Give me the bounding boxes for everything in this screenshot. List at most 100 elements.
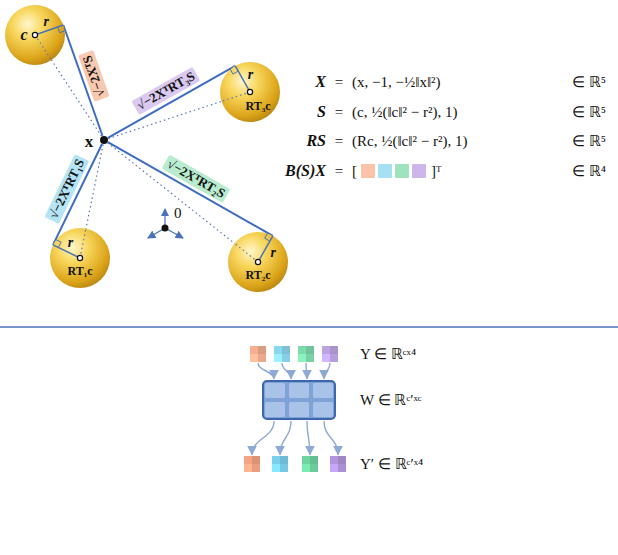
right-angle-mark bbox=[56, 239, 61, 247]
right-angle-mark bbox=[230, 69, 238, 74]
center-dot bbox=[32, 32, 37, 37]
feature-cell bbox=[282, 354, 290, 362]
feature-cell bbox=[330, 346, 338, 354]
feature-cell bbox=[338, 456, 346, 464]
feature-cell bbox=[306, 354, 314, 362]
sphere-shape bbox=[50, 228, 110, 288]
radius-line bbox=[53, 245, 80, 258]
distance-label: √−2XᵀRT₃S bbox=[131, 67, 200, 116]
sphere-body bbox=[50, 228, 110, 288]
feature-cell bbox=[322, 354, 330, 362]
sphere: RT₂cr bbox=[228, 232, 288, 292]
feature-cell bbox=[244, 456, 252, 464]
feature-cell bbox=[272, 464, 280, 472]
flow-arrows bbox=[252, 421, 338, 455]
equation-name: RS bbox=[306, 132, 326, 150]
feature-cell bbox=[244, 464, 252, 472]
tangent-line bbox=[53, 144, 102, 245]
tensor-label: Y′ ∈ ℝᶜ′ˣ⁴ bbox=[360, 456, 423, 473]
equation-value: (x, −1, −½‖x‖²) bbox=[352, 74, 441, 91]
flow-arrow bbox=[280, 421, 291, 455]
feature-cell bbox=[306, 346, 314, 354]
feature-squares bbox=[250, 346, 338, 362]
center-guide bbox=[80, 140, 104, 258]
center-dot bbox=[77, 255, 82, 260]
feature-cell bbox=[282, 346, 290, 354]
feature-cell bbox=[250, 354, 258, 362]
feature-cell bbox=[280, 456, 288, 464]
matrix-shape bbox=[262, 380, 336, 420]
flow-arrow bbox=[307, 421, 310, 455]
center-guide bbox=[234, 243, 258, 262]
matrix-cell bbox=[265, 402, 285, 417]
tangent-line bbox=[108, 66, 235, 138]
tangent-line bbox=[63, 25, 102, 136]
center-label: RT₃c bbox=[245, 100, 270, 113]
feature-row: Y′ ∈ ℝᶜ′ˣ⁴ bbox=[244, 456, 346, 472]
feature-cell bbox=[330, 456, 338, 464]
tangent-line bbox=[108, 142, 273, 236]
divider-rule bbox=[0, 326, 618, 328]
center-dot bbox=[247, 89, 252, 94]
radius-line bbox=[258, 236, 273, 262]
tensor-label: Y ∈ ℝᶜˣ⁴ bbox=[360, 346, 416, 363]
space-label: ∈ ℝ⁵ bbox=[572, 133, 606, 150]
bracket: ]ᵀ bbox=[431, 163, 441, 180]
equation-value: (Rc, ½(‖c‖² − r²), 1) bbox=[352, 133, 467, 150]
sphere-body bbox=[228, 232, 288, 292]
matrix-cell bbox=[265, 383, 285, 398]
flow-arrow bbox=[324, 421, 338, 455]
center-label: RT₂c bbox=[245, 269, 270, 282]
feature-cell bbox=[338, 464, 346, 472]
distance-label: √−2XᵀRT₁S bbox=[44, 154, 89, 224]
sphere-shape bbox=[220, 62, 280, 122]
tensor-label: W ∈ ℝᶜ′ˣᶜ bbox=[360, 392, 422, 409]
feature-cell bbox=[310, 456, 318, 464]
matrix-frame bbox=[263, 381, 335, 419]
center-guide bbox=[35, 35, 104, 140]
radius-label: r bbox=[68, 236, 73, 251]
right-angle-mark bbox=[265, 233, 270, 241]
center-label: c bbox=[20, 26, 27, 44]
bracket: [ bbox=[352, 163, 357, 180]
sphere-shape bbox=[228, 232, 288, 292]
space-label: ∈ ℝ⁵ bbox=[572, 74, 606, 91]
feature-cell bbox=[272, 456, 280, 464]
sphere-body bbox=[220, 62, 280, 122]
tangent-line bbox=[63, 25, 102, 136]
flow-arrow bbox=[252, 421, 274, 455]
output-square bbox=[361, 164, 375, 178]
radius-label: r bbox=[248, 67, 253, 82]
sphere-body bbox=[5, 5, 65, 65]
radius-line bbox=[35, 25, 63, 35]
sphere: RT₃c r bbox=[220, 62, 280, 122]
radius-line bbox=[235, 66, 250, 92]
matrix-cell bbox=[289, 402, 309, 417]
feature-cell bbox=[274, 354, 282, 362]
flow-arrow bbox=[324, 363, 330, 379]
center-guide bbox=[104, 140, 258, 262]
distance-label: √−2XᵀRT₂S bbox=[162, 154, 231, 203]
sphere: RT₁cr bbox=[50, 228, 110, 288]
matrix-cell bbox=[313, 383, 333, 398]
origin-dot bbox=[162, 225, 169, 232]
feature-cell bbox=[302, 456, 310, 464]
origin-label: 0 bbox=[174, 205, 182, 222]
center-guide bbox=[35, 35, 51, 60]
radius-label: r bbox=[271, 246, 276, 261]
flow-arrow bbox=[306, 363, 307, 379]
flow-arrow bbox=[282, 363, 291, 379]
output-square bbox=[395, 164, 409, 178]
equals-sign: = bbox=[335, 104, 343, 121]
feature-cell bbox=[302, 464, 310, 472]
feature-cell bbox=[298, 354, 306, 362]
feature-cell bbox=[280, 464, 288, 472]
equation-value: (c, ½(‖c‖² − r²), 1) bbox=[352, 104, 457, 121]
tangent-line bbox=[108, 66, 235, 138]
space-label: ∈ ℝ⁵ bbox=[572, 104, 606, 121]
feature-cell bbox=[258, 354, 266, 362]
feature-cell bbox=[322, 346, 330, 354]
center-guide bbox=[222, 92, 250, 101]
